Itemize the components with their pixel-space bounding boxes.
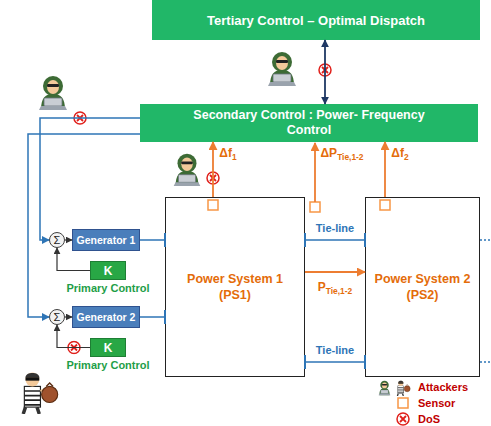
tertiary-control-box: Tertiary Control – Optimal Dispatch	[152, 0, 480, 40]
connector	[324, 40, 326, 104]
generator-box: Generator 2	[72, 306, 140, 328]
box-title: Tertiary Control – Optimal Dispatch	[207, 13, 425, 28]
connector	[212, 142, 214, 197]
attacker-icon	[268, 52, 296, 86]
gain-symbol: K	[104, 342, 113, 354]
gain-box: KPrimary Control	[90, 338, 126, 357]
dos-symbol	[68, 342, 80, 354]
connector	[40, 118, 140, 240]
signal-label: ΔPTie,1-2	[320, 146, 363, 160]
tie-line-continuation	[480, 240, 491, 362]
box-title: Power System 1 (PS1)	[183, 271, 288, 303]
generator-box: Generator 1	[72, 229, 140, 251]
text-part: 1	[232, 152, 237, 162]
connector	[384, 142, 386, 197]
summing-junction: Σ	[49, 309, 65, 325]
sensor-symbol	[380, 200, 390, 210]
legend-dos-symbol	[397, 413, 409, 425]
connectors	[28, 40, 385, 362]
connector	[65, 316, 72, 317]
secondary-control-box: Secondary Control : Power- Frequency Con…	[140, 104, 478, 142]
attacker-icon	[174, 154, 201, 186]
legend-label: Attackers	[418, 381, 468, 393]
attacker-icon	[23, 373, 58, 414]
edge-label: Δf2	[391, 146, 408, 160]
connector	[305, 239, 365, 241]
dos-symbol	[319, 64, 331, 76]
gain-symbol: K	[104, 265, 113, 277]
edge-label: Δf1	[219, 146, 236, 160]
gain-box: KPrimary Control	[90, 261, 126, 280]
connector	[305, 271, 365, 273]
power-system-box: Power System 1 (PS1)	[165, 197, 305, 377]
connector	[65, 239, 72, 240]
connector	[140, 239, 165, 241]
sum-symbol: Σ	[54, 235, 61, 246]
measurement-arrow	[314, 143, 316, 202]
edge-label: Tie-line	[316, 222, 354, 234]
edge-label: Tie-line	[316, 344, 354, 356]
sensor-symbol	[310, 202, 320, 212]
text-part: Tie,1-2	[326, 286, 352, 296]
legend-label: Sensor	[418, 397, 455, 409]
dos-symbol	[74, 112, 86, 124]
text-part: P	[318, 280, 326, 294]
sum-symbol: Σ	[54, 312, 61, 323]
text-part: Tie,1-2	[337, 152, 363, 162]
sensor-symbol	[208, 200, 218, 210]
connector	[305, 361, 365, 363]
connector	[57, 248, 90, 271]
legend-attacker-icon	[397, 381, 410, 396]
box-title: Generator 1	[77, 234, 136, 246]
connector	[57, 325, 90, 348]
dos-symbol	[207, 172, 219, 184]
box-title: Power System 2 (PS2)	[370, 271, 475, 303]
text-part: 2	[404, 152, 409, 162]
text-part: ΔP	[320, 146, 337, 160]
connector	[140, 316, 165, 318]
power-system-box: Power System 2 (PS2)	[365, 197, 480, 377]
box-title: Generator 2	[77, 311, 136, 323]
text-part: Δf	[219, 146, 232, 160]
legend-attacker-icon	[379, 381, 391, 395]
attacker-icon	[39, 76, 67, 110]
loop-label: Primary Control	[66, 359, 149, 371]
legend-label: DoS	[418, 413, 440, 425]
edge-label: PTie,1-2	[318, 280, 352, 294]
text-part: Δf	[391, 146, 404, 160]
loop-label: Primary Control	[66, 282, 149, 294]
summing-junction: Σ	[49, 232, 65, 248]
legend-sensor-symbol	[398, 398, 408, 408]
box-title: Secondary Control : Power- Frequency Con…	[174, 108, 444, 138]
